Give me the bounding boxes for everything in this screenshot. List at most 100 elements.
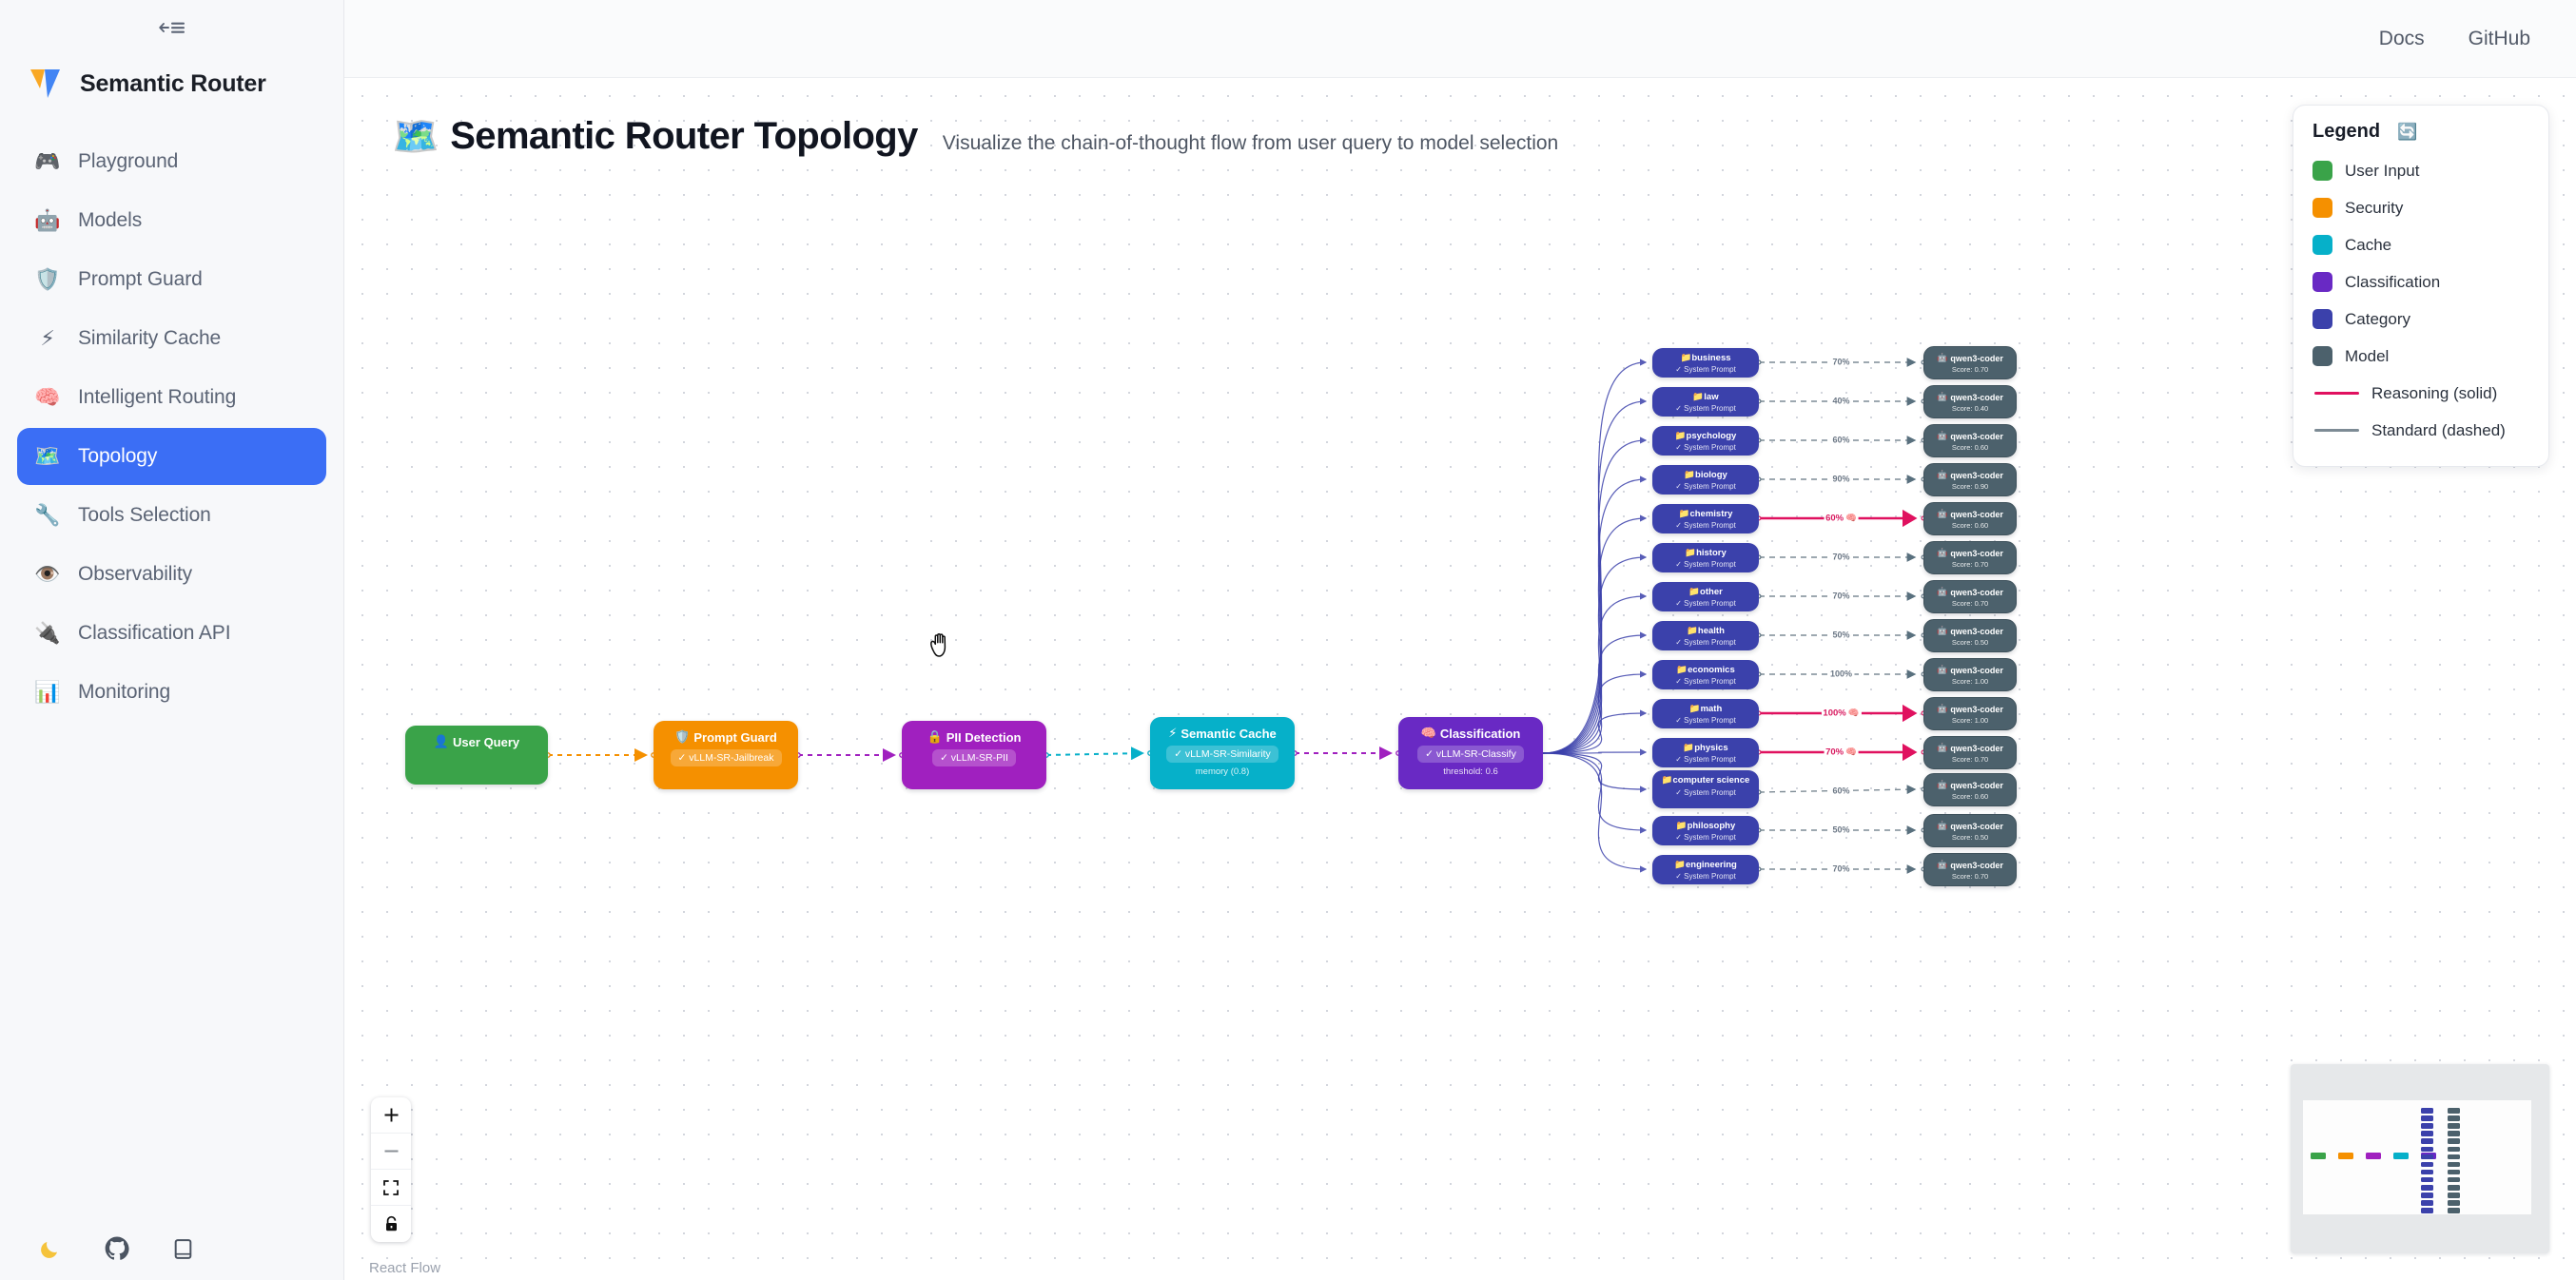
category-node-chemistry[interactable]: 📁chemistry✓ System Prompt [1652, 503, 1759, 533]
robot-icon: 🤖 [1937, 665, 1948, 674]
category-node-business[interactable]: 📁business✓ System Prompt [1652, 347, 1759, 378]
legend-label: Category [2345, 309, 2410, 328]
moon-icon[interactable] [38, 1236, 63, 1261]
sidebar-item-models[interactable]: 🤖 Models [17, 192, 326, 249]
category-node-biology[interactable]: 📁biology✓ System Prompt [1652, 464, 1759, 495]
sidebar-item-intelligent-routing[interactable]: 🧠 Intelligent Routing [17, 369, 326, 426]
sidebar-footer [0, 1236, 344, 1261]
folder-icon: 📁 [1675, 820, 1688, 831]
refresh-icon[interactable]: 🔄 [2397, 123, 2418, 141]
sidebar-item-prompt-guard[interactable]: 🛡️ Prompt Guard [17, 251, 326, 308]
minimap-viewport [2303, 1100, 2531, 1214]
node-prompt-guard[interactable]: 🛡️Prompt Guard✓ vLLM-SR-Jailbreak [654, 721, 798, 789]
category-node-engineering[interactable]: 📁engineering✓ System Prompt [1652, 854, 1759, 884]
github-icon[interactable] [105, 1236, 129, 1261]
sidebar-item-classification-api[interactable]: 🔌 Classification API [17, 605, 326, 662]
sidebar-item-label: Classification API [78, 622, 231, 644]
category-title: 📁philosophy [1652, 820, 1759, 832]
edge-percent: 60% [1825, 513, 1844, 524]
category-node-psychology[interactable]: 📁psychology✓ System Prompt [1652, 425, 1759, 456]
category-node-history[interactable]: 📁history✓ System Prompt [1652, 542, 1759, 572]
category-node-computer-science[interactable]: 📁computer science✓ System Prompt [1652, 770, 1759, 808]
legend-label: Reasoning (solid) [2371, 383, 2498, 402]
minimap-category-node [2421, 1208, 2433, 1213]
category-label: philosophy [1687, 820, 1736, 831]
category-node-math[interactable]: 📁math✓ System Prompt [1652, 698, 1759, 728]
node-icon: ⚡ [1168, 726, 1178, 740]
fit-view-icon[interactable] [371, 1170, 411, 1206]
category-node-physics[interactable]: 📁physics✓ System Prompt [1652, 737, 1759, 767]
robot-icon: 🤖 [1937, 470, 1948, 479]
robot-icon: 🤖 [1937, 626, 1948, 635]
minimap-category-node [2421, 1146, 2433, 1152]
category-meta: ✓ System Prompt [1675, 482, 1736, 492]
model-title: 🤖qwen3-coder [1924, 665, 2016, 675]
book-icon[interactable] [171, 1237, 195, 1261]
category-node-other[interactable]: 📁other✓ System Prompt [1652, 581, 1759, 611]
model-score: Score: 0.40 [1951, 404, 1989, 413]
collapse-sidebar-glyph [158, 22, 185, 33]
edge-label-health: 50% [1830, 630, 1852, 640]
category-node-law[interactable]: 📁law✓ System Prompt [1652, 386, 1759, 417]
sidebar-item-playground[interactable]: 🎮 Playground [17, 133, 326, 190]
brain-icon: 🧠 [34, 385, 61, 409]
zoom-out-icon[interactable] [371, 1134, 411, 1170]
category-label: other [1700, 586, 1723, 597]
edge-label-biology: 90% [1830, 475, 1852, 484]
minimap-category-node [2421, 1176, 2433, 1183]
sidebar-item-tools-selection[interactable]: 🔧 Tools Selection [17, 487, 326, 544]
legend-item-line-0: Reasoning (solid) [2313, 375, 2529, 412]
category-node-philosophy[interactable]: 📁philosophy✓ System Prompt [1652, 815, 1759, 845]
minimap-category-node [2421, 1154, 2433, 1160]
github-link[interactable]: GitHub [2468, 27, 2530, 49]
sidebar-item-observability[interactable]: 👁️ Observability [17, 546, 326, 603]
category-node-economics[interactable]: 📁economics✓ System Prompt [1652, 659, 1759, 689]
minimap-category-node [2421, 1138, 2433, 1144]
sidebar-item-similarity-cache[interactable]: ⚡ Similarity Cache [17, 310, 326, 367]
minimap-model-node [2448, 1146, 2460, 1152]
legend-item-category: Category [2313, 301, 2529, 338]
minimap[interactable] [2291, 1064, 2549, 1253]
brain-icon: 🧠 [1847, 708, 1860, 719]
node-user-query[interactable]: 👤User Query [405, 726, 548, 785]
collapse-sidebar-icon[interactable] [152, 14, 192, 41]
brain-icon: 🧠 [1845, 513, 1857, 524]
react-flow-attribution[interactable]: React Flow [369, 1260, 441, 1276]
sidebar-item-label: Playground [78, 150, 179, 172]
brand[interactable]: Semantic Router [0, 55, 343, 112]
category-meta: ✓ System Prompt [1675, 872, 1736, 882]
sidebar-item-monitoring[interactable]: 📊 Monitoring [17, 664, 326, 721]
robot-icon: 🤖 [1937, 821, 1948, 830]
minimap-category-node [2421, 1161, 2433, 1168]
edge-percent: 60% [1832, 435, 1850, 445]
category-node-health[interactable]: 📁health✓ System Prompt [1652, 620, 1759, 650]
topology-canvas[interactable]: 🗺️ Semantic Router Topology Visualize th… [344, 78, 2576, 1280]
zoom-in-icon[interactable] [371, 1097, 411, 1134]
edge-label-physics: 70%🧠 [1824, 747, 1859, 757]
category-label: chemistry [1689, 508, 1733, 519]
model-score: Score: 0.60 [1951, 792, 1989, 801]
sidebar-item-topology[interactable]: 🗺️ Topology [17, 428, 326, 485]
sidebar-item-label: Observability [78, 563, 193, 585]
docs-link[interactable]: Docs [2378, 27, 2425, 49]
node-pii-detection[interactable]: 🔒PII Detection✓ vLLM-SR-PII [902, 721, 1046, 789]
lock-icon[interactable] [371, 1206, 411, 1242]
minimap-category-node [2421, 1185, 2433, 1191]
